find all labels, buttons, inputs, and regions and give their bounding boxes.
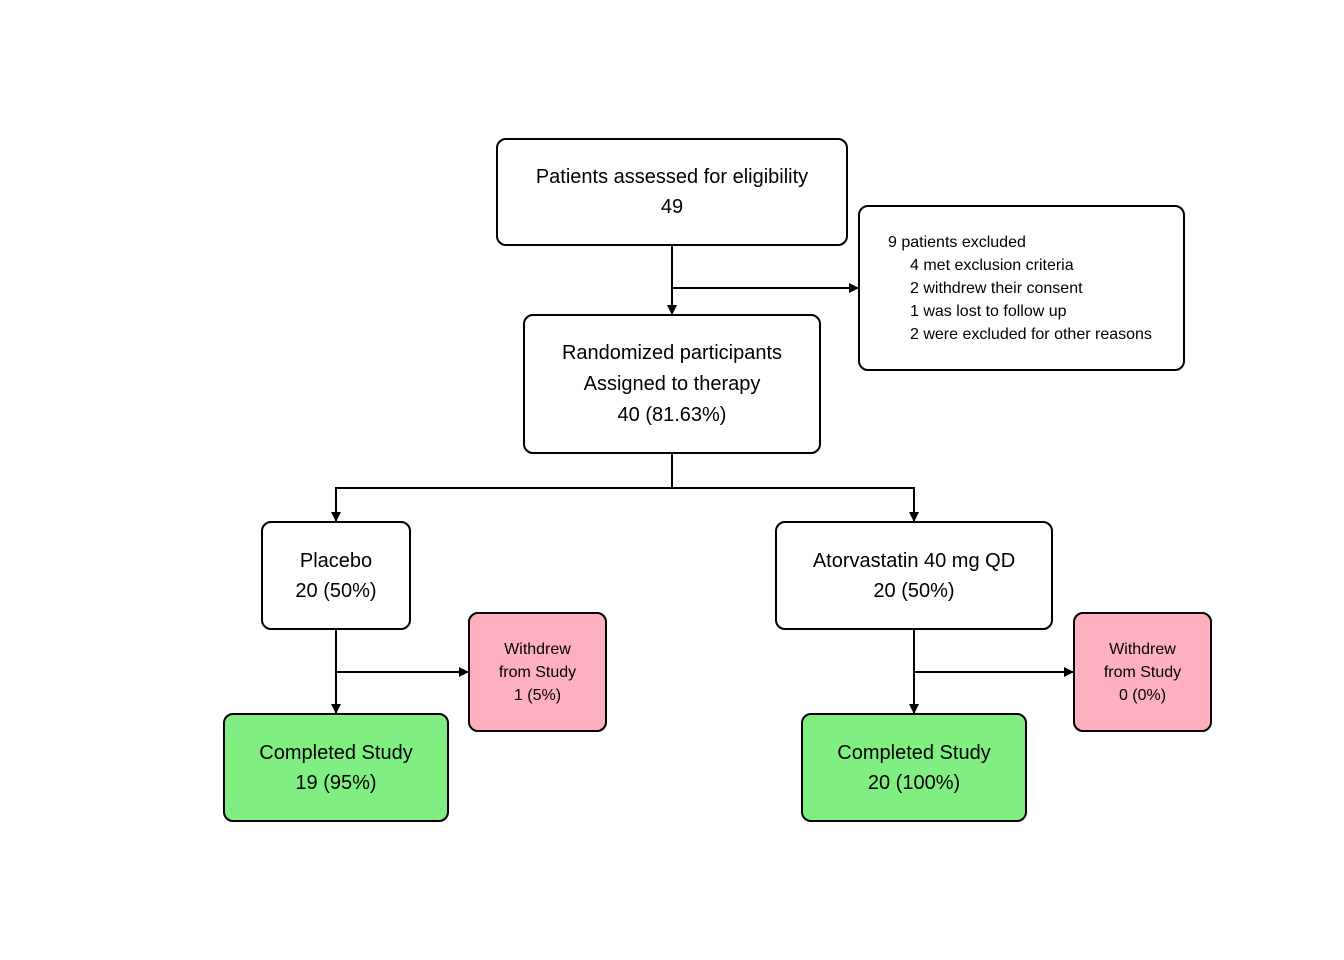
withdrew-count: 1 (5%) [513,686,562,704]
withdrew-line1: Withdrew [504,640,571,658]
exclusion-reason: 1 was lost to follow up [910,302,1067,320]
placebo-withdrew-box: Withdrew from Study 1 (5%) [468,612,607,732]
atorvastatin-arm-box: Atorvastatin 40 mg QD 20 (50%) [775,521,1053,630]
randomized-box: Randomized participants Assigned to ther… [523,314,821,454]
completed-count: 19 (95%) [295,771,377,794]
atorvastatin-completed-box: Completed Study 20 (100%) [801,713,1027,822]
screening-title: Patients assessed for eligibility [535,166,809,188]
exclusion-heading: 9 patients excluded [888,233,1026,251]
completed-count: 20 (100%) [867,771,961,794]
withdrew-line2: from Study [1103,663,1182,681]
exclusion-reason: 4 met exclusion criteria [910,256,1074,274]
withdrew-count: 0 (0%) [1118,686,1167,704]
randomized-line2: Assigned to therapy [583,372,761,395]
atorvastatin-label: Atorvastatin 40 mg QD [812,549,1016,572]
completed-label: Completed Study [259,741,413,764]
placebo-label: Placebo [299,549,373,572]
placebo-arm-box: Placebo 20 (50%) [261,521,411,630]
atorvastatin-withdrew-box: Withdrew from Study 0 (0%) [1073,612,1212,732]
exclusion-reason: 2 were excluded for other reasons [910,325,1152,343]
exclusion-reason: 2 withdrew their consent [910,279,1083,297]
completed-label: Completed Study [837,741,991,764]
screening-count: 49 [660,196,684,218]
withdrew-line2: from Study [498,663,577,681]
placebo-count: 20 (50%) [295,579,377,602]
randomized-count: 40 (81.63%) [617,403,727,426]
atorvastatin-count: 20 (50%) [873,579,955,602]
randomized-line1: Randomized participants [561,341,783,364]
exclusion-box: 9 patients excluded 4 met exclusion crit… [858,205,1185,371]
screening-box: Patients assessed for eligibility 49 [496,138,848,246]
placebo-completed-box: Completed Study 19 (95%) [223,713,449,822]
withdrew-line1: Withdrew [1109,640,1176,658]
